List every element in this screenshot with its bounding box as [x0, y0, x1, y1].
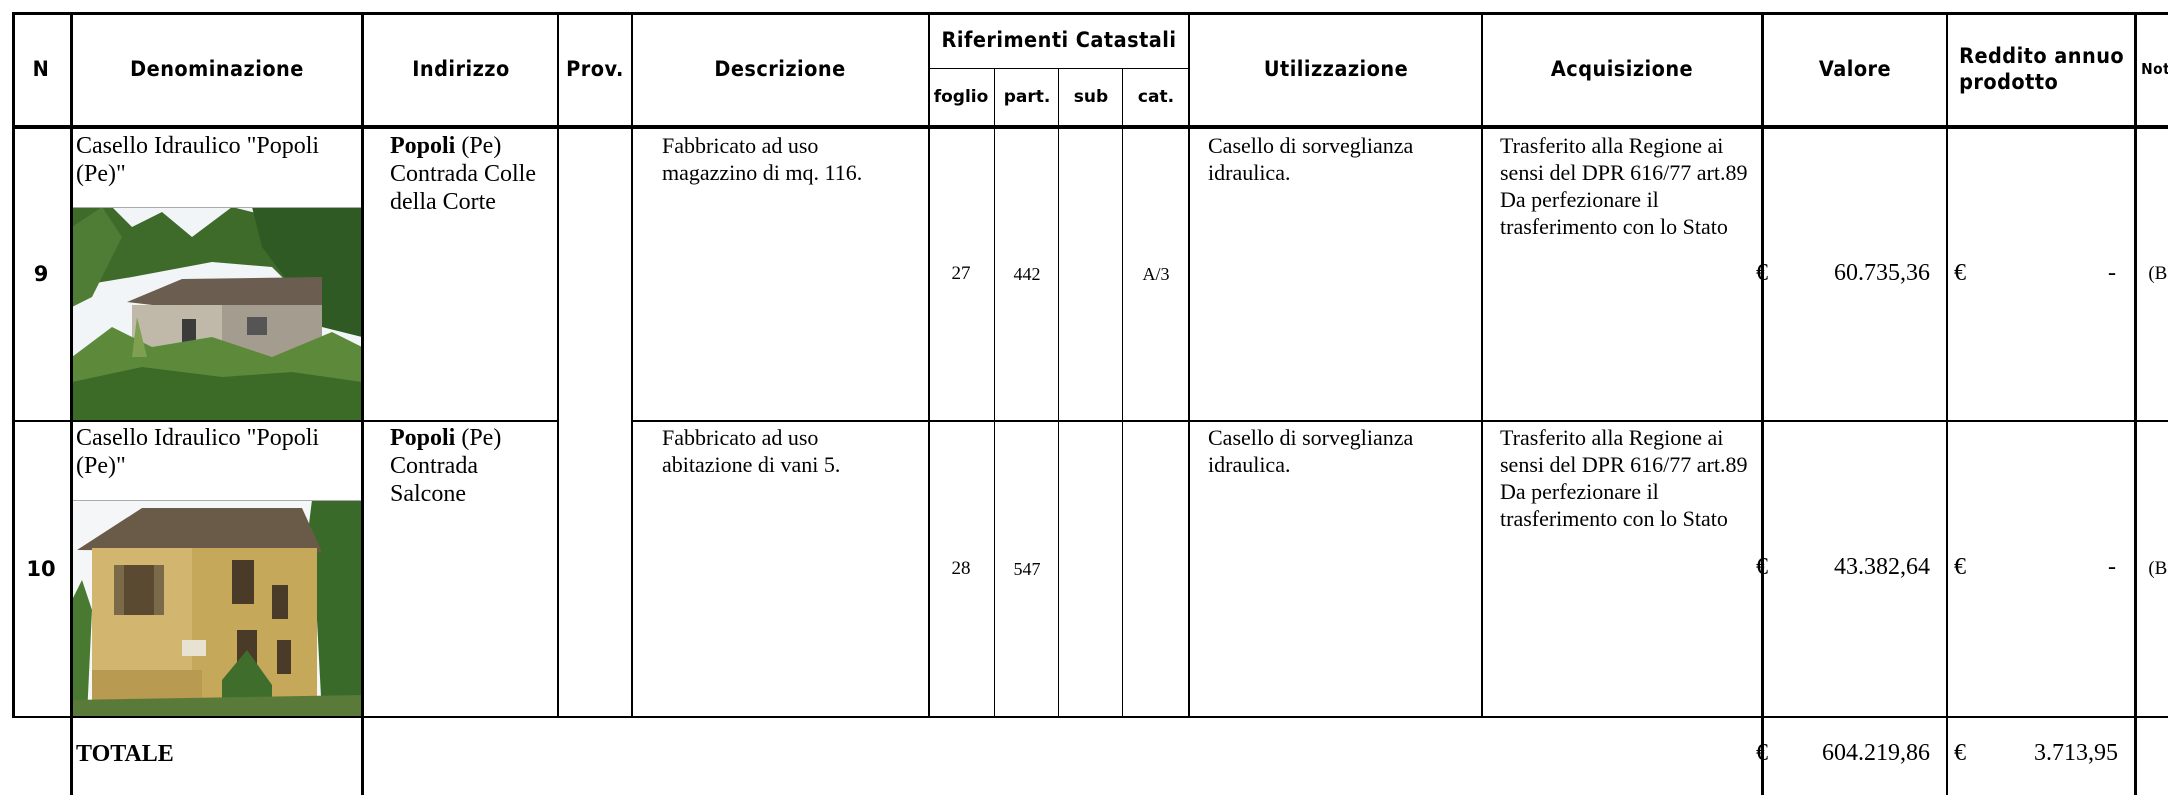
grid-line	[12, 716, 2168, 718]
row-10-indirizzo: Popoli (Pe) Contrada Salcone	[390, 424, 556, 508]
row-10-photo	[72, 500, 362, 716]
row-10-part: 547	[1013, 558, 1041, 579]
row-9-indirizzo: Popoli (Pe) Contrada Colle della Corte	[390, 132, 556, 216]
grid-line	[1946, 12, 1948, 795]
grid-line	[557, 12, 559, 718]
grid-line	[12, 12, 2168, 15]
row-10-indirizzo-rest: Contrada Salcone	[390, 453, 478, 507]
row-10-valore-currency: €	[1756, 554, 1780, 581]
grid-line	[1058, 68, 1059, 718]
row-10-descrizione: Fabbricato ad uso abitazione di vani 5.	[662, 425, 841, 477]
row-9-acquisizione: Trasferito alla Regione ai sensi del DPR…	[1500, 133, 1748, 239]
grid-line	[361, 12, 364, 795]
header-descrizione: Descrizione	[714, 57, 846, 81]
header-cat: cat.	[1137, 87, 1175, 107]
grid-line	[12, 420, 558, 422]
row-10-reddito-currency: €	[1954, 554, 1966, 580]
totale-reddito: 3.713,95	[2034, 740, 2118, 766]
header-foglio: foglio	[933, 87, 989, 107]
grid-line	[72, 500, 362, 501]
row-9-descrizione: Fabbricato ad uso magazzino di mq. 116.	[662, 133, 863, 185]
grid-line	[928, 68, 1190, 69]
header-part: part.	[1003, 87, 1051, 107]
header-sub: sub	[1073, 87, 1109, 107]
row-10-number: 10	[26, 557, 56, 581]
header-reddito: Reddito annuo prodotto	[1959, 44, 2125, 94]
header-valore: Valore	[1818, 57, 1892, 81]
grid-line	[70, 12, 73, 795]
row-10-denominazione: Casello Idraulico "Popoli (Pe)"	[76, 425, 320, 479]
header-prov: Prov.	[566, 57, 624, 81]
row-10-indirizzo-prov: (Pe)	[455, 425, 502, 451]
row-9-photo	[72, 207, 362, 420]
row-9-denominazione: Casello Idraulico "Popoli (Pe)"	[76, 133, 320, 187]
header-acquisizione: Acquisizione	[1550, 57, 1694, 81]
grid-line	[1481, 12, 1483, 718]
row-9-indirizzo-city: Popoli	[390, 133, 456, 159]
grid-line	[1188, 12, 1190, 718]
grid-line	[632, 420, 2168, 422]
row-10-reddito: -	[2108, 554, 2116, 580]
row-10-foglio: 28	[951, 558, 971, 579]
row-9-valore: 60.735,36	[1834, 260, 1930, 286]
header-n: N	[32, 57, 50, 81]
grid-line	[72, 207, 362, 208]
grid-line	[1761, 12, 1764, 795]
row-9-foglio: 27	[951, 263, 971, 284]
header-note: Note	[2141, 60, 2168, 78]
totale-label: TOTALE	[76, 741, 174, 767]
row-10-utilizzazione: Casello di sorveglianza idraulica.	[1208, 425, 1414, 477]
totale-valore: 604.219,86	[1822, 740, 1930, 766]
grid-line	[994, 68, 995, 718]
row-9-number: 9	[33, 262, 49, 286]
grid-line	[12, 125, 2168, 129]
header-indirizzo: Indirizzo	[412, 57, 510, 81]
header-utilizzazione: Utilizzazione	[1263, 57, 1409, 81]
grid-line	[2134, 12, 2137, 795]
row-9-valore-currency: €	[1756, 260, 1780, 287]
grid-line	[12, 12, 15, 718]
row-9-cat: A/3	[1142, 263, 1170, 284]
totale-reddito-currency: €	[1954, 740, 1966, 766]
row-10-indirizzo-city: Popoli	[390, 425, 456, 451]
row-9-reddito-currency: €	[1954, 260, 1966, 286]
row-10-sub	[1060, 422, 1122, 716]
row-10-acquisizione: Trasferito alla Regione ai sensi del DPR…	[1500, 425, 1748, 531]
row-10-valore: 43.382,64	[1834, 554, 1930, 580]
row-9-sub	[1060, 128, 1122, 420]
grid-line	[631, 12, 633, 718]
header-riferimenti-catastali: Riferimenti Catastali	[941, 28, 1177, 52]
grid-line	[928, 12, 930, 718]
header-denominazione: Denominazione	[130, 57, 304, 81]
row-10-note: (B)	[2148, 558, 2168, 579]
row-10-cat	[1124, 422, 1188, 716]
row-9-note: (B)	[2148, 263, 2168, 284]
totale-valore-currency: €	[1756, 740, 1780, 767]
row-9-utilizzazione: Casello di sorveglianza idraulica.	[1208, 133, 1414, 185]
row-9-part: 442	[1013, 263, 1041, 284]
row-9-indirizzo-rest: Contrada Colle della Corte	[390, 161, 536, 215]
row-9-indirizzo-prov: (Pe)	[455, 133, 502, 159]
row-9-reddito: -	[2108, 260, 2116, 286]
grid-line	[1122, 68, 1123, 718]
